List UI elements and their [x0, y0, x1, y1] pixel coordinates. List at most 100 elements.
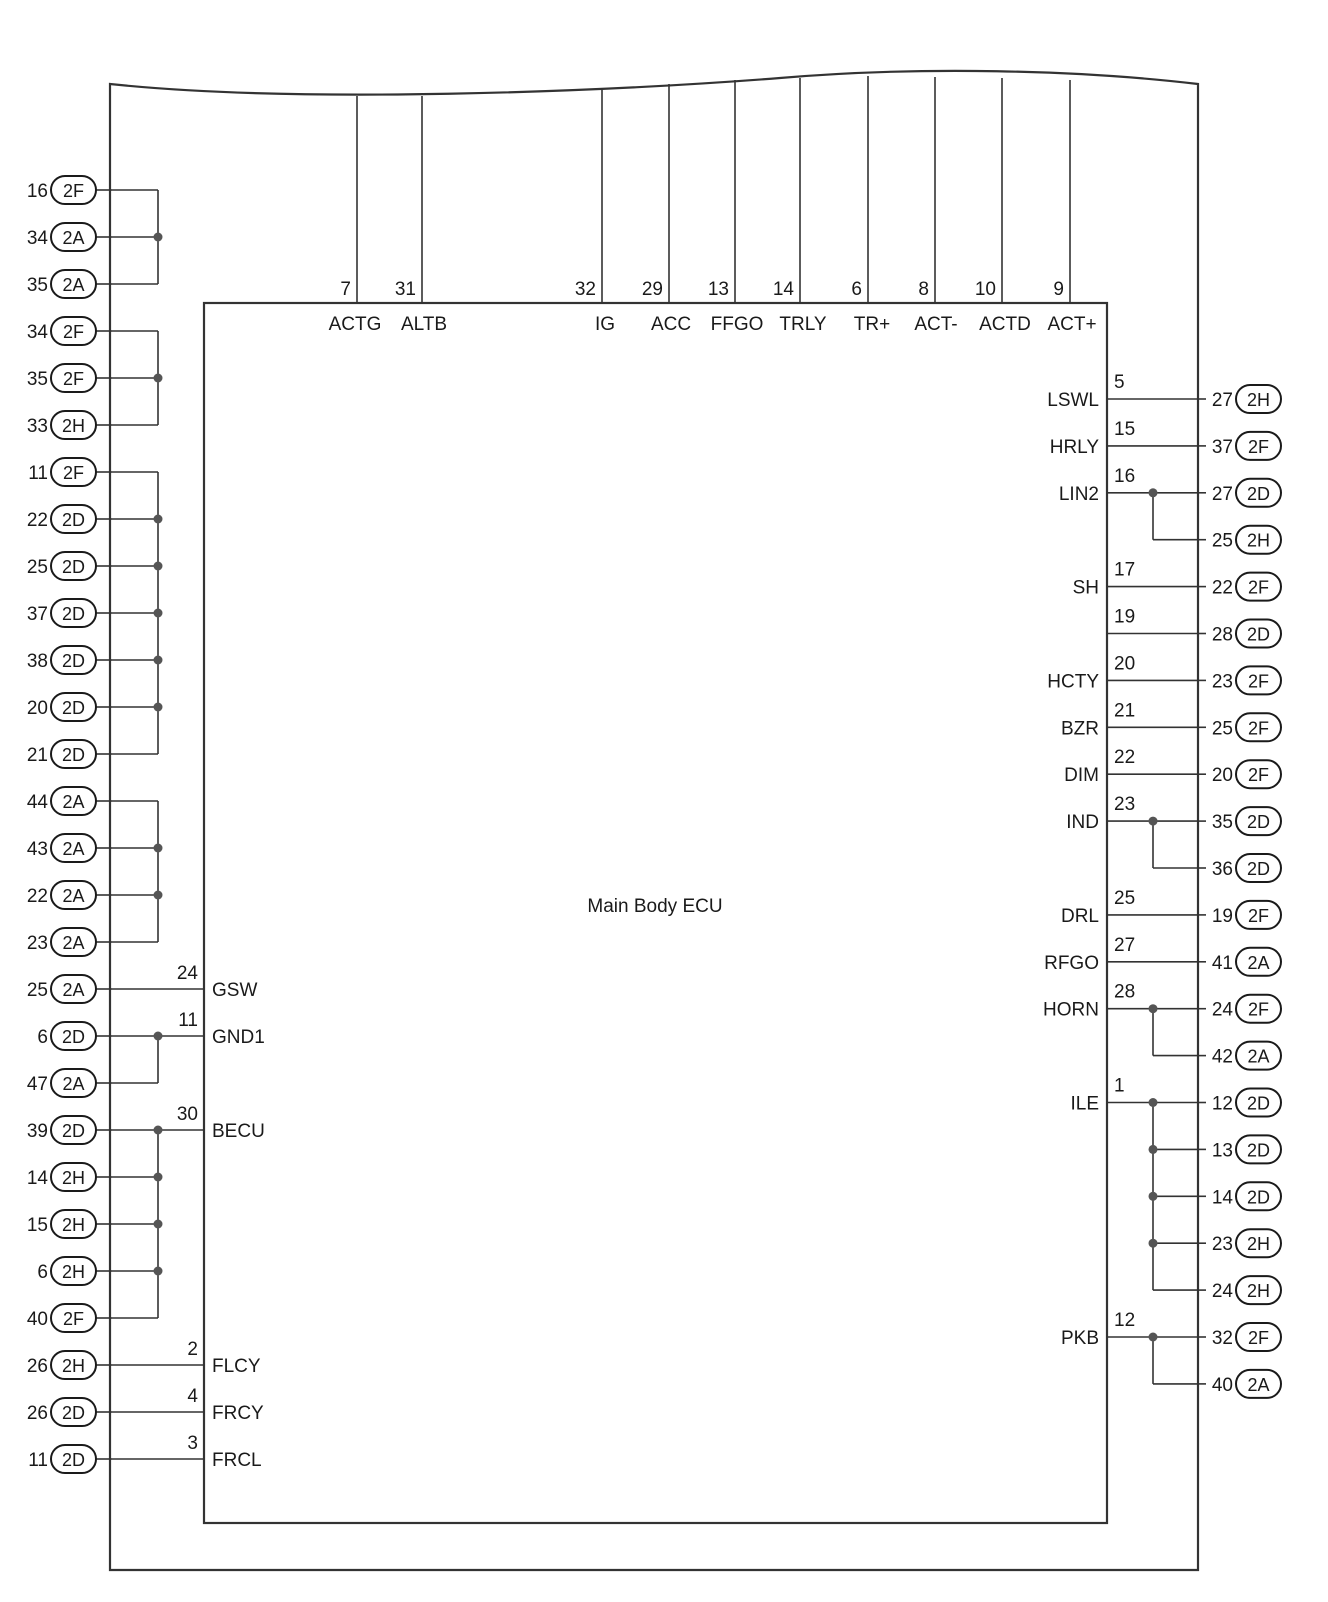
connector-pin-number: 19 — [1212, 906, 1233, 927]
connector-pin-number: 13 — [1212, 1140, 1233, 1161]
junction-dot — [1148, 1238, 1158, 1248]
top-pin-number: 8 — [918, 279, 929, 300]
connector-id: 2D — [62, 651, 85, 671]
connector-badge — [50, 269, 97, 299]
connector-badge — [50, 1209, 97, 1239]
connector-badge — [50, 880, 97, 910]
right-pin-number: 17 — [1114, 560, 1135, 581]
right-pin-label: IND — [1066, 812, 1099, 833]
connector-badge — [50, 363, 97, 393]
connector-badge — [50, 692, 97, 722]
connector-badge — [50, 645, 97, 675]
connector-pin-number: 23 — [1212, 1234, 1233, 1255]
top-pin-number: 14 — [773, 279, 795, 300]
connector-pin-number: 22 — [27, 510, 48, 531]
right-pin-number: 5 — [1114, 372, 1125, 393]
connector-badge — [50, 504, 97, 534]
connector-pin-number: 27 — [1212, 484, 1233, 505]
connector-badge — [1235, 571, 1282, 602]
right-pin-number: 27 — [1114, 935, 1135, 956]
top-pin-label: ACC — [651, 314, 691, 335]
left-pin-label: FLCY — [212, 1356, 261, 1377]
left-pin-label: BECU — [212, 1121, 265, 1142]
junction-dot — [1148, 816, 1158, 826]
connector-pin-number: 36 — [1212, 859, 1233, 880]
connector-id: 2F — [63, 181, 84, 201]
connector-badge — [1235, 477, 1282, 508]
connector-pin-number: 34 — [27, 322, 49, 343]
right-pin-label: BZR — [1061, 718, 1099, 739]
connector-id: 2A — [62, 228, 84, 248]
right-pin-number: 16 — [1114, 466, 1135, 487]
connector-badge — [1235, 1040, 1282, 1071]
right-pin-number: 20 — [1114, 653, 1135, 674]
connector-badge — [50, 1397, 97, 1427]
left-pin-number: 11 — [178, 1010, 198, 1031]
junction-dot — [153, 561, 163, 571]
connector-id: 2D — [1247, 1094, 1270, 1114]
connector-id: 2A — [62, 839, 84, 859]
top-pin-label: TR+ — [854, 314, 890, 335]
connector-pin-number: 40 — [27, 1309, 48, 1330]
connector-pin-number: 6 — [37, 1262, 48, 1283]
right-pin-label: SH — [1073, 578, 1099, 599]
connector-id: 2D — [62, 1450, 85, 1470]
connector-badge — [50, 222, 97, 252]
connector-pin-number: 20 — [27, 698, 48, 719]
junction-dot — [1148, 1004, 1158, 1014]
junction-dot — [153, 1266, 163, 1276]
connector-id: 2A — [1247, 953, 1269, 973]
connector-pin-number: 34 — [27, 228, 49, 249]
connector-pin-number: 11 — [28, 1450, 48, 1471]
connector-badge — [1235, 946, 1282, 977]
top-pin-number: 32 — [575, 279, 596, 300]
connector-badge — [50, 1444, 97, 1474]
connector-badge — [50, 1350, 97, 1380]
top-pin-label: ALTB — [401, 314, 447, 335]
connector-id: 2F — [1248, 1000, 1269, 1020]
right-pin-number: 15 — [1114, 419, 1135, 440]
connector-id: 2D — [62, 510, 85, 530]
junction-dot — [153, 843, 163, 853]
right-pin-number: 21 — [1114, 700, 1135, 721]
enclosure-outline — [108, 69, 1200, 1572]
right-pin-label: RFGO — [1044, 953, 1099, 974]
connector-id: 2D — [62, 1121, 85, 1141]
top-pin-label: IG — [595, 314, 615, 335]
connector-badge — [50, 598, 97, 628]
connector-badge — [50, 927, 97, 957]
right-pin-number: 19 — [1114, 607, 1135, 628]
connector-id: 2H — [62, 1356, 85, 1376]
connector-id: 2A — [62, 933, 84, 953]
connector-badge — [50, 175, 97, 205]
connector-id: 2F — [1248, 578, 1269, 598]
connector-id: 2A — [62, 792, 84, 812]
right-pin-label: ILE — [1070, 1094, 1099, 1115]
connector-pin-number: 35 — [27, 275, 48, 296]
connector-badge — [50, 739, 97, 769]
junction-dot — [1148, 1098, 1158, 1107]
connector-badge — [1235, 712, 1282, 743]
top-pin-number: 9 — [1053, 279, 1064, 300]
junction-dot — [153, 608, 163, 618]
connector-pin-number: 41 — [1212, 953, 1233, 974]
junction-dot — [153, 890, 163, 900]
connector-pin-number: 14 — [1212, 1187, 1234, 1208]
connector-id: 2H — [62, 1168, 85, 1188]
connector-id: 2A — [62, 980, 84, 1000]
connector-id: 2F — [1248, 671, 1269, 691]
right-pin-label: PKB — [1061, 1328, 1099, 1349]
connector-id: 2H — [1247, 1281, 1270, 1301]
connector-pin-number: 35 — [1212, 812, 1233, 833]
right-pin-label: LSWL — [1047, 390, 1099, 411]
connector-id: 2D — [62, 698, 85, 718]
connector-id: 2F — [1248, 906, 1269, 926]
connector-id: 2D — [1247, 1140, 1270, 1160]
connector-badge — [50, 1021, 97, 1051]
connector-badge — [50, 1303, 97, 1333]
top-pin-label: ACT- — [914, 314, 957, 335]
connector-badge — [1235, 759, 1282, 790]
right-pin-number: 23 — [1114, 794, 1135, 815]
connector-id: 2D — [62, 557, 85, 577]
junction-dot — [153, 514, 163, 524]
